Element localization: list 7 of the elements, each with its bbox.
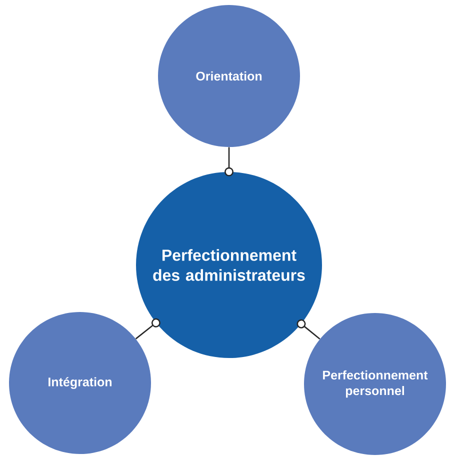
- circle-node: Intégration: [9, 312, 151, 454]
- connector: [296, 319, 320, 340]
- connector: [135, 318, 160, 340]
- connector: [224, 147, 234, 176]
- circle-node: Perfectionnement des administrateurs: [136, 172, 322, 358]
- circle-node: Perfectionnement personnel: [304, 313, 446, 455]
- circle-node: Orientation: [158, 5, 300, 147]
